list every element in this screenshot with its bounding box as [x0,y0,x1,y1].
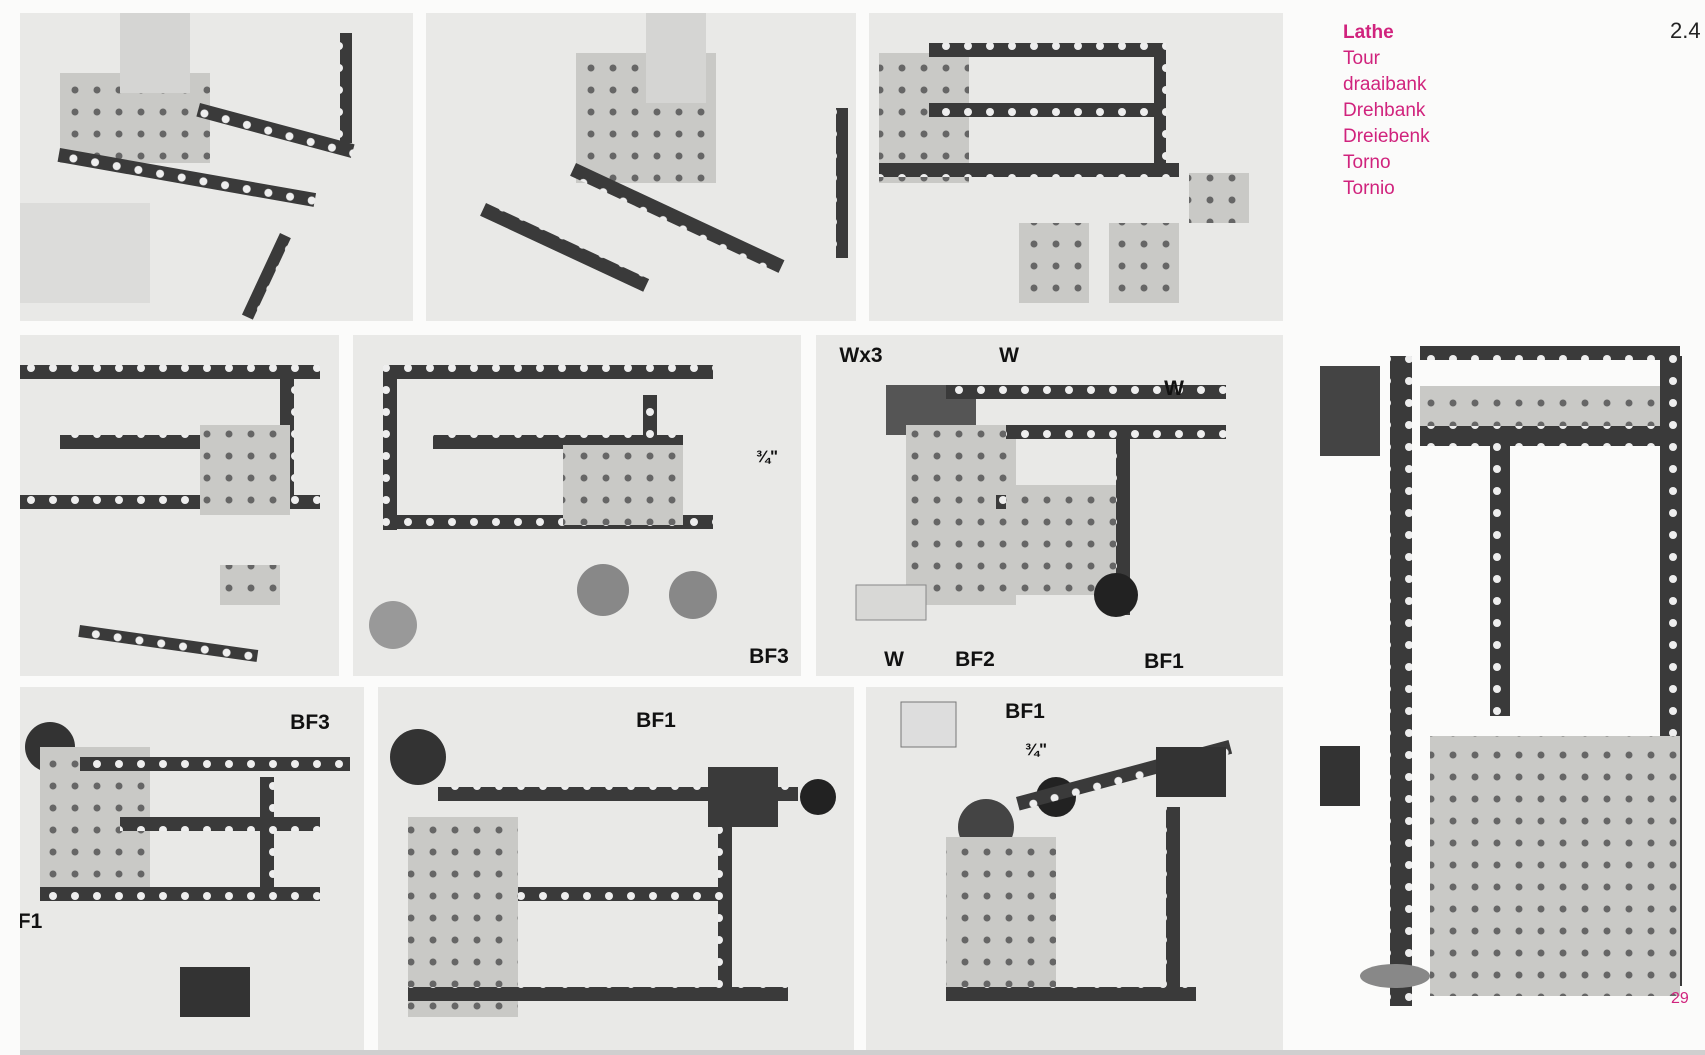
title-german: Drehbank [1343,100,1426,121]
title-dutch: draaibank [1343,74,1427,95]
model-title-list: Lathe Tour draaibank Drehbank Dreiebenk … [1343,20,1430,202]
label-f1: F1 [20,910,43,933]
title-danish: Dreiebenk [1343,126,1430,147]
step-photo-5: ¾" BF3 [353,335,801,676]
label-bf3: BF3 [290,711,330,734]
label-bf1: BF1 [1144,650,1184,673]
title-italian: Tornio [1343,178,1395,199]
step-photo-2 [426,13,856,321]
step-photo-1 [20,13,413,321]
title-english: Lathe [1343,22,1394,43]
step-photo-3 [869,13,1283,321]
label-three-quarter-inch: ¾" [755,447,779,466]
section-number: 2.4 [1670,18,1701,43]
label-w-right: W [1164,377,1184,400]
step-photo-7: BF3 F1 [20,687,364,1050]
label-bf3: BF3 [749,645,789,668]
label-w-bottom: W [884,648,904,671]
page-number: 29 [1671,990,1689,1007]
label-w-top: W [999,344,1019,367]
label-bf1: BF1 [1005,700,1045,723]
page-edge [20,1050,1705,1055]
label-three-quarter-inch: ¾" [1024,740,1048,759]
label-bf1: BF1 [636,709,676,732]
step-photo-6: Wx3 W W W BF2 BF1 [816,335,1283,676]
step-photo-9: BF1 ¾" [866,687,1283,1050]
title-spanish: Torno [1343,152,1391,173]
label-bf2: BF2 [955,648,995,671]
step-photo-8: BF1 [378,687,854,1050]
step-photo-4 [20,335,339,676]
finished-lathe-photo [1310,326,1705,1022]
label-wx3: Wx3 [839,344,883,367]
title-french: Tour [1343,48,1380,69]
